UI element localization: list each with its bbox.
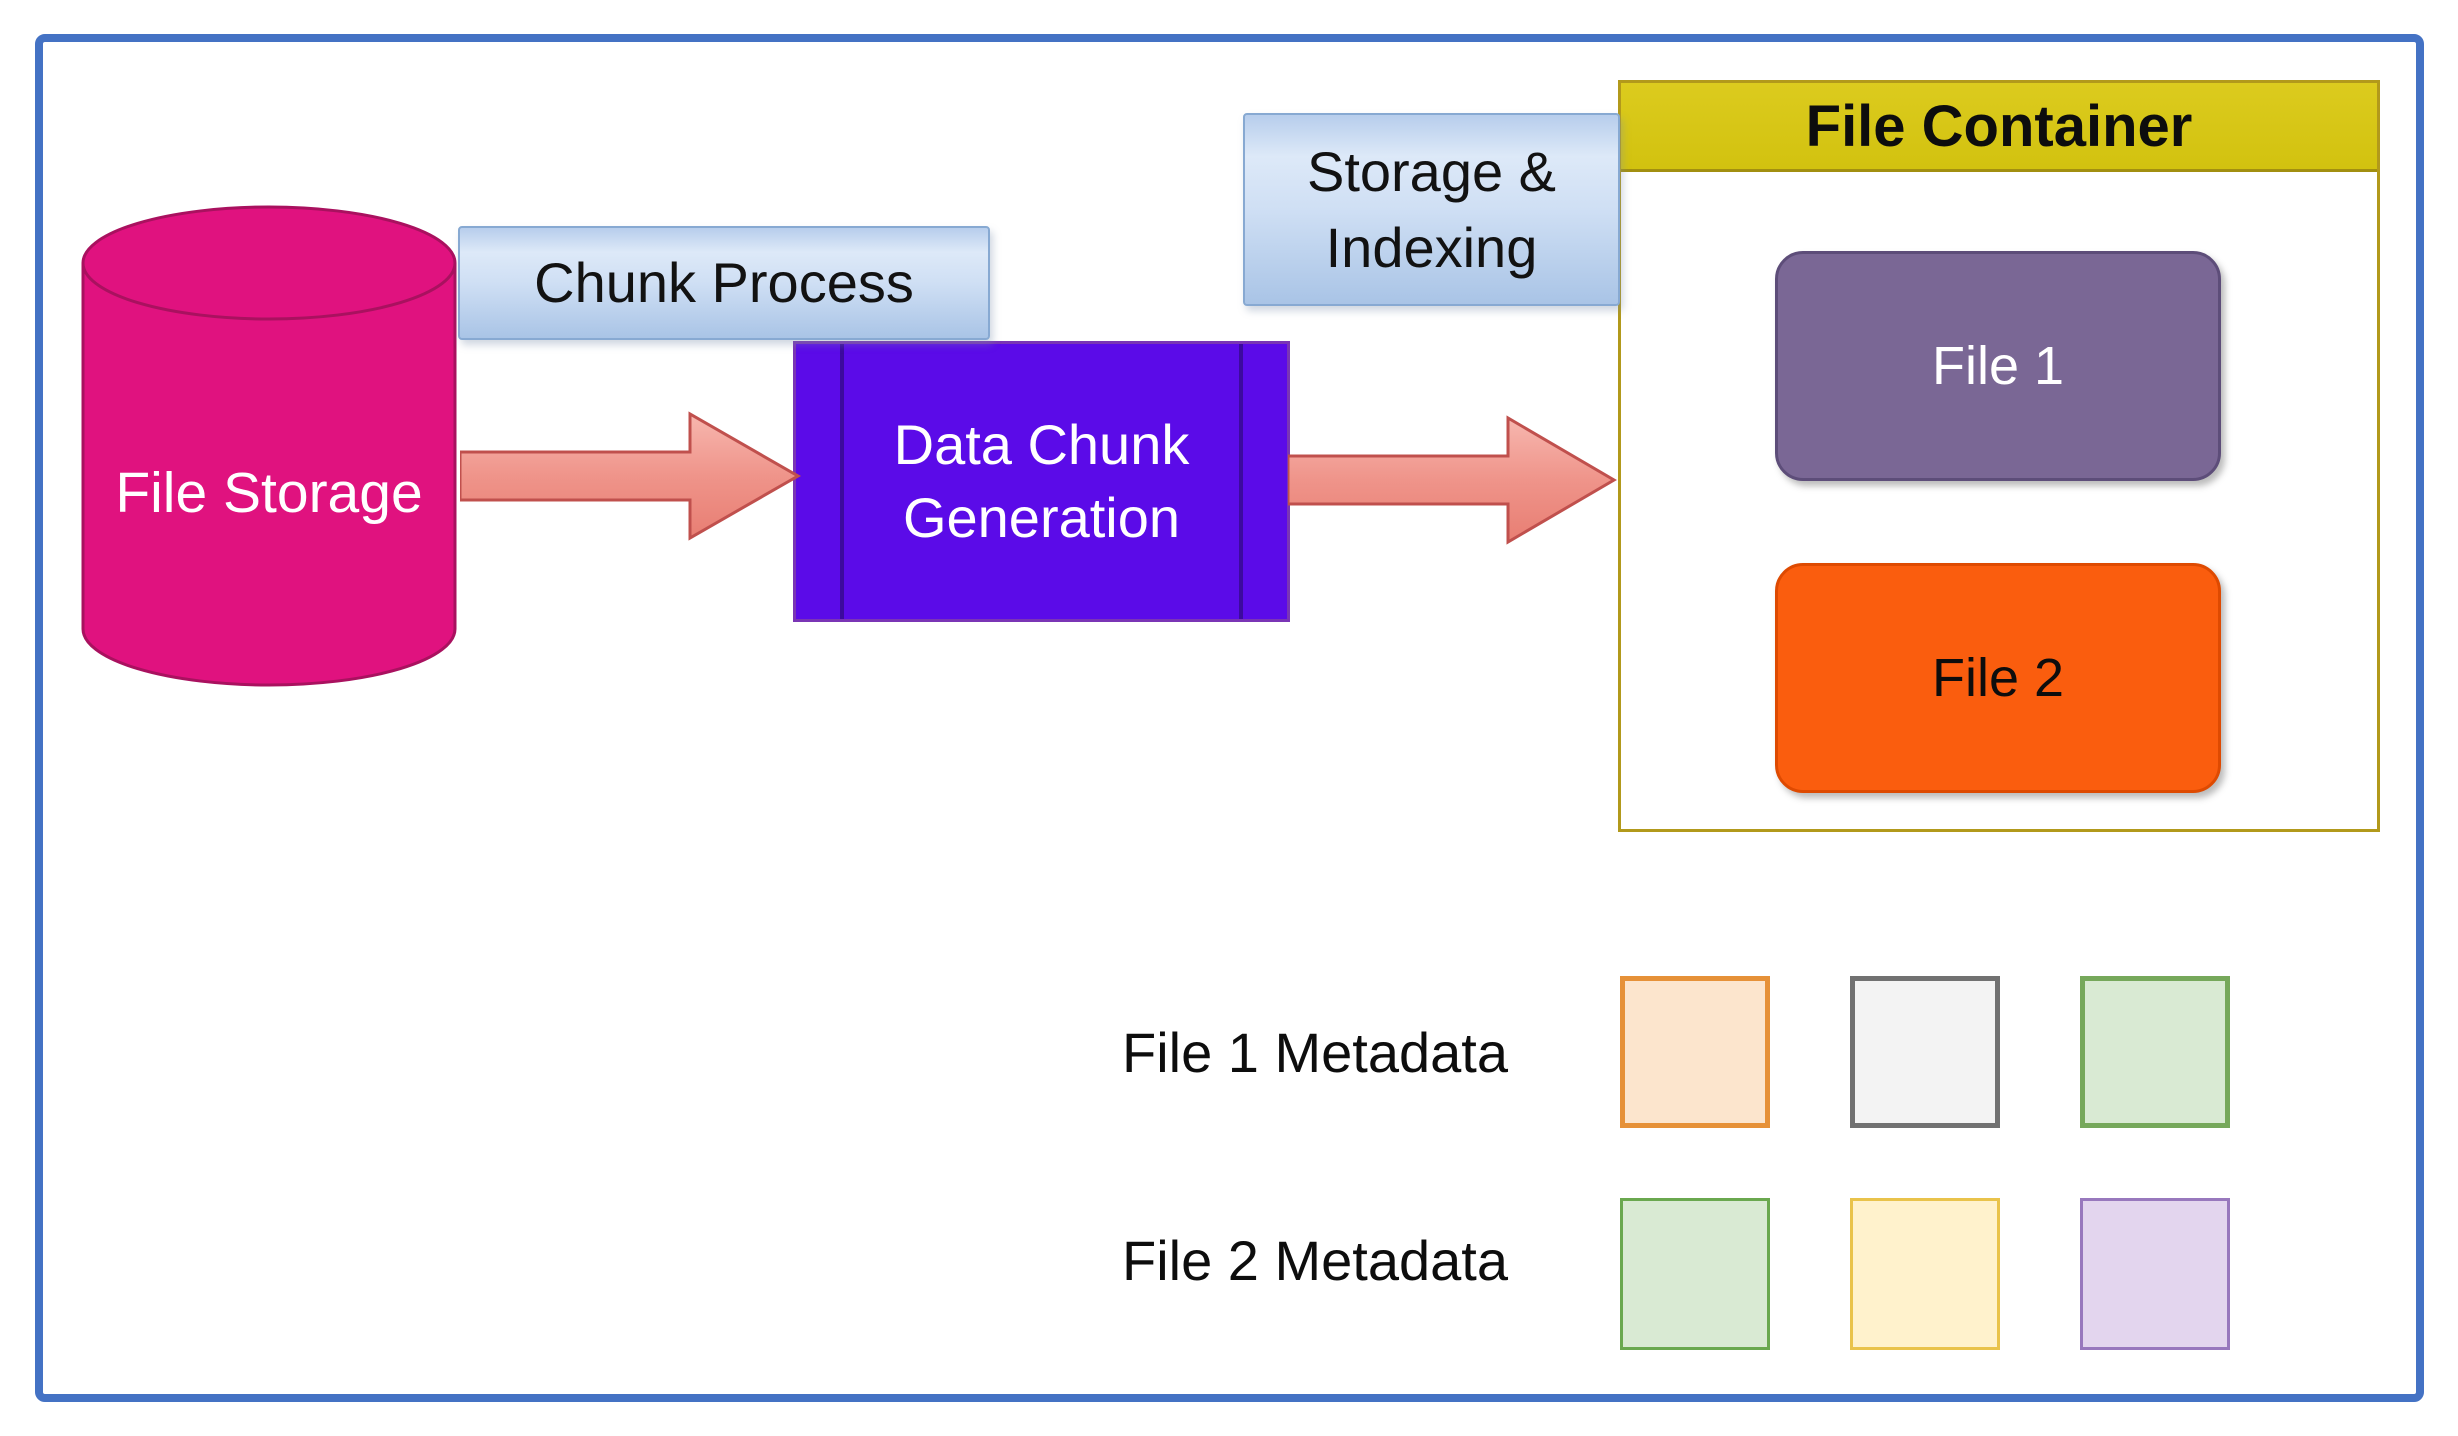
cylinder-shape xyxy=(81,205,457,687)
storage-indexing-label: Storage & Indexing xyxy=(1306,139,1557,279)
file-2-box: File 2 xyxy=(1775,563,2221,793)
file-1-metadata-square xyxy=(1850,976,2000,1128)
file-1-metadata-square xyxy=(2080,976,2230,1128)
chunk-process-label: Chunk Process xyxy=(534,251,914,315)
file-container: File Container File 1 File 2 xyxy=(1618,80,2380,832)
file-1-box: File 1 xyxy=(1775,251,2221,481)
storage-indexing-label-box: Storage & Indexing xyxy=(1243,113,1620,306)
file-container-header: File Container xyxy=(1621,83,2377,172)
chunk-process-label-box: Chunk Process xyxy=(458,226,990,340)
file-2-label: File 2 xyxy=(1931,648,2065,708)
file-storage-cylinder: File Storage xyxy=(80,205,458,689)
file-container-title: File Container xyxy=(1805,93,2193,159)
data-chunk-generation-label: Data Chunk Generation xyxy=(893,412,1190,549)
file-1-metadata-label: File 1 Metadata xyxy=(1122,1020,1508,1084)
file-2-metadata-label: File 2 Metadata xyxy=(1122,1228,1508,1292)
file-1-metadata-square xyxy=(1620,976,1770,1128)
arrow-right-icon xyxy=(458,410,802,542)
file-2-metadata-square xyxy=(1850,1198,2000,1350)
file-2-metadata-square xyxy=(2080,1198,2230,1350)
data-chunk-generation-box: Data Chunk Generation xyxy=(793,341,1290,622)
file-2-metadata-square xyxy=(1620,1198,1770,1350)
arrow-right-icon xyxy=(1286,414,1618,546)
file-storage-label: File Storage xyxy=(115,461,423,525)
file-1-label: File 1 xyxy=(1931,336,2065,396)
